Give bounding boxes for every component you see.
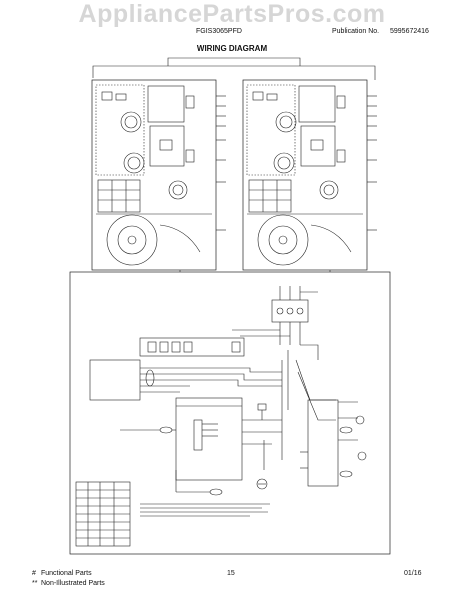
publication-label: Publication No.	[332, 28, 380, 35]
legend-label: Non-Illustrated Parts	[41, 580, 105, 587]
left-induction-board	[91, 79, 226, 271]
publication-number: 5995672416	[390, 28, 429, 35]
watermark: AppliancePartsPros.com	[78, 0, 386, 28]
page-title: WIRING DIAGRAM	[196, 44, 268, 53]
legend-symbol: **	[32, 580, 38, 587]
legend-non-illustrated-parts: **Non-Illustrated Parts	[32, 580, 105, 587]
model-number: FGIS3065PFD	[196, 28, 242, 35]
bottom-schematic	[69, 271, 391, 555]
revision-date: 01/16	[404, 570, 422, 577]
legend-functional-parts: # Functional Parts	[32, 570, 92, 577]
legend-label: Functional Parts	[41, 570, 92, 577]
right-induction-board	[242, 79, 377, 271]
legend-symbol: #	[32, 570, 36, 577]
page-number: 15	[227, 570, 235, 577]
